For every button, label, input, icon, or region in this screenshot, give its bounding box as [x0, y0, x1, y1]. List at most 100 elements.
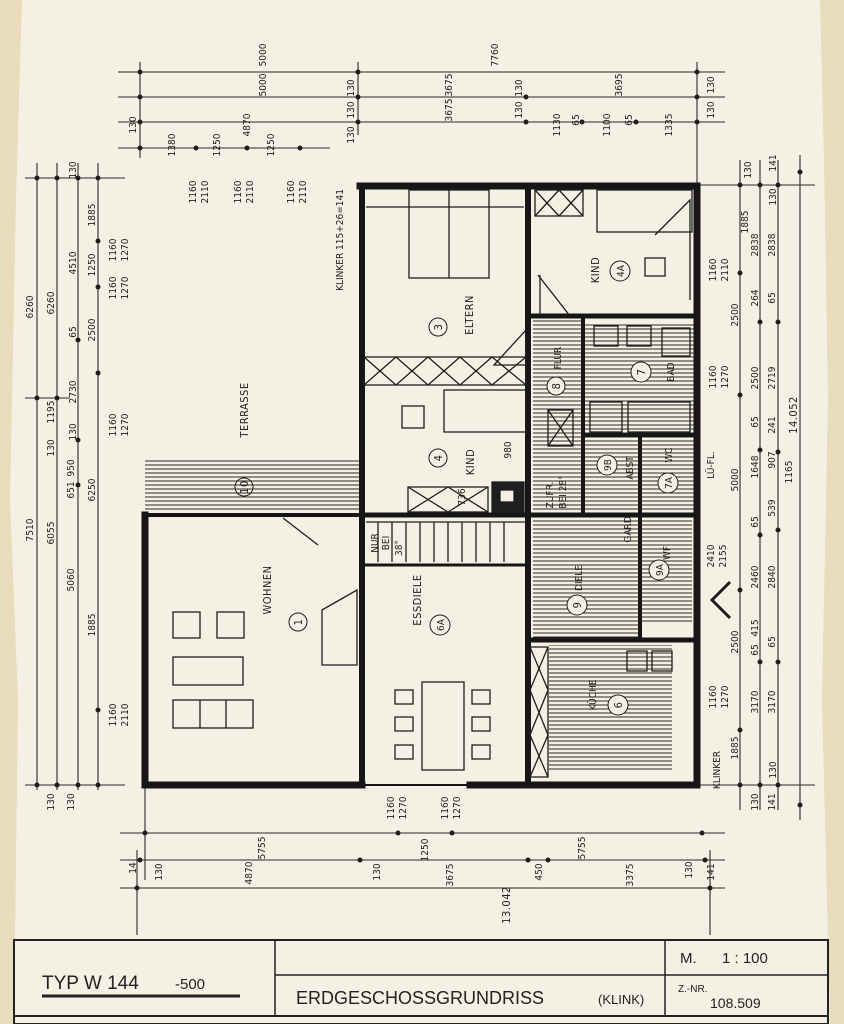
dim: 130 [68, 423, 79, 440]
dim: 1885 [87, 204, 98, 227]
dim: 4510 [68, 251, 79, 274]
dim: 5060 [66, 568, 77, 591]
dimensions-left: 6260 6260 130 4510 1885 1250 65 2500 273… [25, 161, 131, 810]
dim: 130 [706, 76, 717, 93]
room-wc-label: WC [664, 447, 675, 462]
dim: 5755 [577, 837, 588, 860]
dim: 1195 [46, 401, 57, 424]
dim: 130 [46, 793, 57, 810]
dim: 3170 [750, 690, 761, 713]
number-label: Z.-NR. [678, 984, 707, 995]
note-zufr: ZUFR. [545, 482, 556, 509]
dim: 264 [750, 289, 761, 306]
title-block: TYP W 144 -500 ERDGESCHOSSGRUNDRISS (KLI… [13, 939, 829, 1024]
dim: 1335 [664, 114, 675, 137]
window-dim: 1270 [720, 685, 731, 708]
dim: 65 [750, 516, 761, 527]
window-dim: 1160 [708, 365, 719, 388]
dim: 6055 [46, 522, 57, 545]
window-dim: 1160 [708, 258, 719, 281]
window-dim: 2110 [200, 180, 211, 203]
dim: 130 [346, 79, 357, 96]
dim: 1130 [552, 113, 563, 136]
dim: 950 [66, 459, 77, 476]
dim: 5755 [257, 837, 268, 860]
dim: 5000 [258, 43, 269, 66]
room-wohnen-label: WOHNEN [261, 565, 274, 614]
room-eltern-num: 3 [432, 324, 445, 331]
dim: 65 [750, 416, 761, 427]
window-dim: 1160 [108, 413, 119, 436]
room-essdiele-num: 6A [436, 618, 447, 631]
dimensions-bottom: 5755 1250 5755 14 130 4870 130 3675 450 … [128, 796, 717, 886]
dim: 3675 [445, 864, 456, 887]
room-flur-label: FLUR [553, 347, 564, 370]
note-klinker-bottom: KLINKER [712, 751, 723, 789]
dim: 130 [750, 793, 761, 810]
dim: 6250 [87, 478, 98, 501]
note-736: 736 [457, 488, 468, 505]
room-kueche-label: KÜCHE [586, 679, 599, 710]
dim: 415 [750, 619, 761, 636]
dim: 65 [68, 326, 79, 337]
note-deg: 38° [394, 540, 405, 556]
dim: 5000 [258, 73, 269, 96]
window-dim: 1160 [108, 276, 119, 299]
drawing-number: 108.509 [710, 995, 761, 1011]
window-dim: 1160 [108, 238, 119, 261]
dim: 6260 [46, 291, 57, 314]
room-bad-num: 7 [635, 369, 648, 376]
dim: 450 [534, 863, 545, 880]
room-labels: TERRASSE 10 WOHNEN 1 ESSDIELE 6A ELTERN … [234, 257, 679, 716]
scale-label: M. [680, 950, 697, 967]
dim: 5000 [730, 468, 741, 491]
dim: 130 [514, 79, 525, 96]
dim: 130 [514, 101, 525, 118]
room-diele-num: 9 [571, 602, 584, 609]
window-dim: 2110 [245, 180, 256, 203]
dim: 1885 [730, 737, 741, 760]
dim: 1250 [212, 133, 223, 156]
dim: 1100 [602, 113, 613, 136]
dim: 65 [750, 644, 761, 655]
note-klinker-top: KLINKER 115+26=141 [335, 189, 346, 291]
dim: 907 [767, 451, 778, 468]
dim: 1380 [167, 133, 178, 156]
window-dim: 1270 [120, 413, 131, 436]
note-nur: NUR [370, 533, 381, 553]
dim: 2840 [767, 565, 778, 588]
dim: 130 [128, 116, 139, 133]
room-kind-4a-num: 4A [616, 264, 627, 277]
dim: 2730 [68, 380, 79, 403]
total-depth: 14.052 [787, 396, 800, 434]
window-dim: 1270 [120, 238, 131, 261]
window-dim: 1270 [398, 796, 409, 819]
window-dim: 1160 [286, 180, 297, 203]
window-dim: 1160 [386, 796, 397, 819]
furniture [172, 189, 693, 778]
dim: 141 [706, 863, 717, 880]
dim: 65 [571, 114, 582, 125]
room-bad-label: BAD [666, 362, 677, 381]
dim: 3375 [625, 864, 636, 887]
dim: 3675 [444, 99, 455, 122]
dim: 1648 [750, 455, 761, 478]
dim: 141 [768, 154, 779, 171]
window-dim: 1160 [188, 180, 199, 203]
room-kind-4a-label: KIND [589, 257, 602, 283]
plan-notes: KLINKER 115+26=141 ZUFR. BEI 28° NUR BEI… [335, 189, 800, 924]
window-dim: 1270 [120, 276, 131, 299]
room-wf-label: WF [662, 546, 673, 560]
dim: 130 [154, 863, 165, 880]
dim: 130 [768, 188, 779, 205]
room-diele-label: DIELE [574, 565, 585, 591]
window-dim: 1270 [452, 796, 463, 819]
window-dim: 2410 [706, 544, 717, 567]
dim: 7760 [490, 43, 501, 66]
room-wc-num: 7A [664, 476, 675, 489]
dim: 130 [706, 101, 717, 118]
window-dim: 1160 [108, 703, 119, 726]
room-eltern-label: ELTERN [463, 295, 476, 335]
dimension-lines [25, 62, 815, 935]
